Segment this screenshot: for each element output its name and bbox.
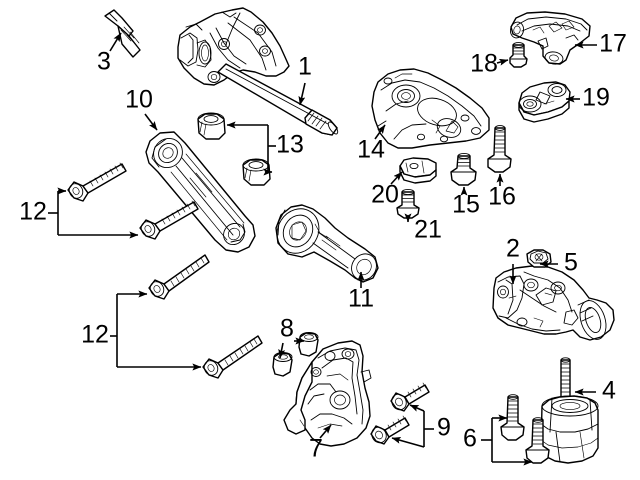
callout-13: 13 (226, 121, 304, 176)
part-bolt-small (396, 188, 420, 219)
callout-label-1: 1 (298, 53, 312, 81)
part-mount-plate (518, 81, 571, 123)
callout-label-11: 11 (348, 285, 374, 313)
part-bushing-pair (197, 112, 271, 186)
part-engine-support-bracket-with-shaft (177, 7, 339, 136)
callout-19: 19 (565, 84, 610, 112)
callout-label-15: 15 (452, 191, 480, 219)
callout-label-2: 2 (506, 235, 520, 263)
callout-label-4: 4 (602, 377, 616, 405)
part-subframe-crossmember (371, 68, 490, 149)
callout-10: 10 (125, 86, 158, 131)
callout-5: 5 (539, 249, 578, 277)
callout-4: 4 (574, 377, 616, 405)
callout-label-21: 21 (414, 216, 442, 244)
callout-16: 16 (488, 173, 516, 211)
part-bolt-medium (450, 152, 477, 186)
part-mount-arm-bracket (509, 11, 591, 65)
callout-3: 3 (97, 32, 122, 76)
callout-11: 11 (348, 271, 374, 313)
part-bolt-pair-vertical (500, 394, 550, 464)
callout-15: 15 (452, 186, 480, 219)
callout-label-8: 8 (280, 315, 294, 343)
callout-label-16: 16 (488, 183, 516, 211)
callout-label-12-upper: 12 (19, 198, 47, 226)
callout-2: 2 (506, 235, 520, 285)
callout-label-13: 13 (276, 131, 304, 159)
callout-12-lower: 12 (81, 290, 202, 371)
callout-label-20: 20 (371, 181, 399, 209)
callout-12-upper: 12 (19, 187, 139, 239)
part-torque-rod-upper (145, 131, 256, 253)
callout-label-12-lower: 12 (81, 321, 109, 349)
callout-1: 1 (298, 53, 312, 106)
part-bolt-long (487, 125, 512, 173)
callout-label-14: 14 (357, 136, 385, 164)
part-clip-plate-small (399, 157, 437, 184)
part-bolt-flanged (509, 42, 528, 68)
part-engine-mount-cylindrical (540, 357, 599, 464)
callout-label-19: 19 (582, 84, 610, 112)
callout-7: 7 (309, 424, 332, 463)
callout-14: 14 (357, 124, 386, 164)
callout-label-10: 10 (125, 86, 153, 114)
callout-6: 6 (463, 414, 533, 466)
part-engine-bracket-cast (283, 340, 372, 447)
callout-label-3: 3 (97, 48, 111, 76)
callout-label-18: 18 (470, 50, 498, 78)
callout-label-5: 5 (564, 249, 578, 277)
callout-8: 8 (278, 315, 305, 359)
part-bolt-pair-short (370, 382, 430, 445)
callout-18: 18 (470, 50, 509, 78)
callout-label-9: 9 (437, 414, 451, 442)
callout-17: 17 (574, 30, 627, 58)
part-bushing-sleeve-pair (272, 332, 319, 377)
part-bolt-diagonal (104, 9, 141, 58)
callout-label-6: 6 (463, 425, 477, 453)
part-long-bolt-pair-upper (67, 162, 199, 240)
callout-label-17: 17 (599, 30, 627, 58)
callout-21: 21 (404, 213, 442, 244)
callout-20: 20 (371, 171, 403, 209)
part-torque-rod-lower (275, 204, 379, 283)
callout-label-7: 7 (309, 435, 323, 463)
callout-9: 9 (391, 404, 451, 448)
part-long-bolt-pair-lower (148, 254, 263, 379)
